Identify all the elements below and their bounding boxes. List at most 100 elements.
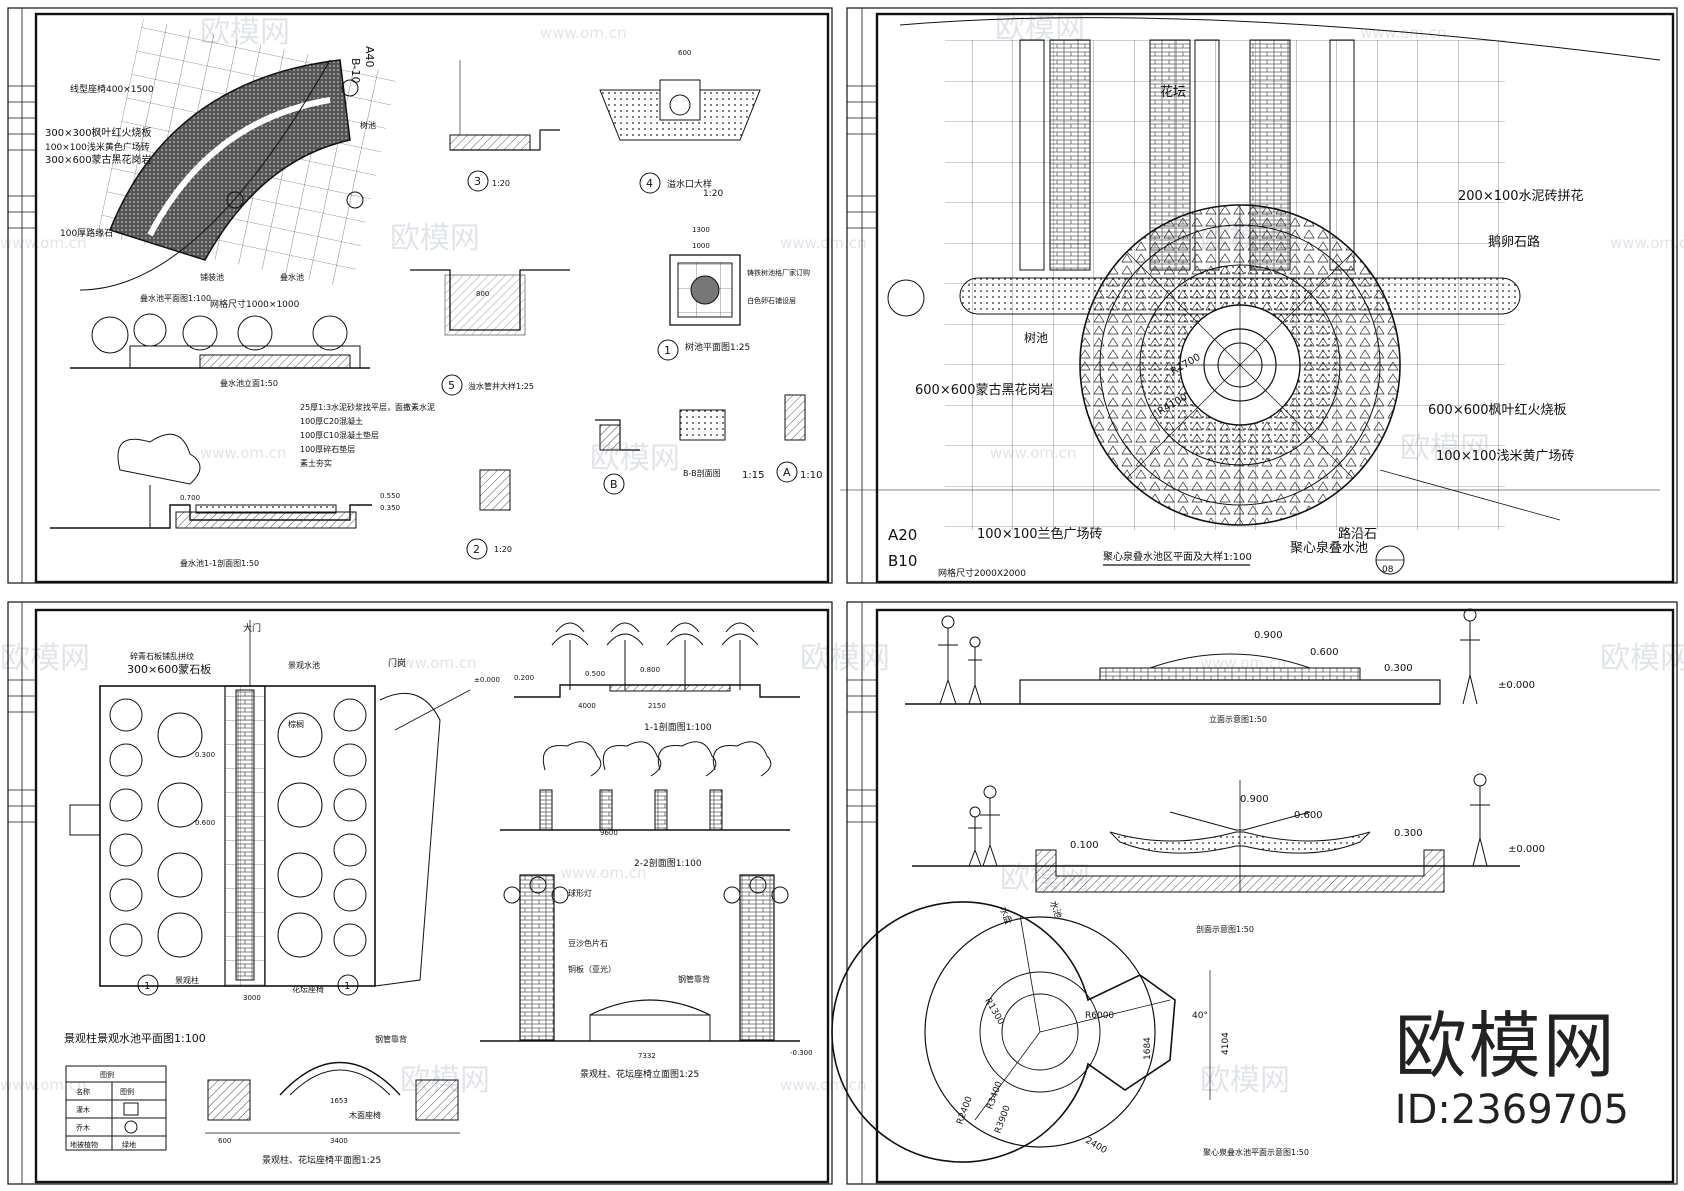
plan-title: 景观柱景观水池平面图1:100 [64,1031,206,1045]
detail-2-scale: 1:20 [494,545,512,554]
label-stone: 豆沙色片石 [568,938,608,948]
section-elev-1: 0.700 [180,494,200,502]
label-steel-back: 钢管靠背 [375,1034,407,1044]
svg-text:2: 2 [473,543,480,556]
title-block-strip [847,8,877,583]
label-granite: 300×600蒙古黑花岗岩 [45,153,152,166]
plan-title: 聚心泉叠水池平面示意图1:50 [1203,1147,1309,1157]
ref-label-b10: B-10 [349,58,362,84]
label-yellow-tile: 100×100浅米黄广场砖 [1436,449,1575,464]
gravel-note: 白色卵石铺设层 [747,296,796,305]
title-block-strip [847,602,877,1184]
detail-b-drawing: B [595,419,640,495]
label-curb: 路沿石 [1338,526,1377,542]
pool-plan-drawing: 1 1 [69,620,471,996]
elevation-title: 叠水池立面1:50 [220,378,278,388]
boundary-curve [899,17,1661,61]
label-pebble-path: 鹅卵石路 [1488,234,1540,250]
detail-1-dim-a: 1300 [692,226,710,234]
tree-pit-symbol [226,191,244,209]
brand-id: ID:2369705 [1394,1087,1629,1133]
section-level-000: ±0.000 [1508,844,1545,855]
sheet-frame [7,601,833,1185]
radius-r6000: R6000 [1085,1011,1114,1021]
label-gate: 大门 [243,622,261,634]
label-paving: 铺装池 [200,272,224,282]
column-elev-level: -0.300 [790,1049,813,1057]
section-1-elev-c: 0.800 [640,666,660,674]
elev-level-090: 0.900 [1254,630,1283,641]
bench-plan-dim-side: 600 [218,1137,231,1145]
radius-r2400: R2400 [955,1095,974,1126]
dim-1684: 1684 [1143,1037,1153,1060]
label-pool: 水池 [1047,899,1064,920]
svg-text:B: B [610,478,618,491]
section-title: 叠水池1-1剖面图1:50 [180,558,259,568]
grid-note: 网格尺寸2000X2000 [938,567,1026,579]
detail-1-dim-b: 1000 [692,242,710,250]
label-granite: 300×600蒙石板 [127,662,211,676]
section-1-dim-b: 2150 [648,702,666,710]
title-block-strip [8,8,36,583]
detail-a-drawing: A [776,394,806,483]
watermark-brand: 欧模网 [1600,641,1684,676]
fountain-elevation-drawing [905,608,1480,705]
label-grid-note: 网格尺寸1000×1000 [210,298,300,310]
detail-1-tree-pit: 1 [657,254,741,361]
plan-dim: 3000 [243,994,261,1002]
plan-arc [79,59,331,291]
label-tree-pit: 树池 [360,120,376,130]
detail-5-drawing: 5 [410,269,570,396]
road-edge [1379,469,1561,521]
label-water-pan: 水盘 [997,905,1014,926]
label-pool: 聚心泉叠水池 [1290,540,1368,556]
label-palm: 棕榈 [288,719,304,729]
watermark-site: www.om.cn [780,234,867,252]
elevation-title: 立面示意图1:50 [1209,714,1267,724]
label-pool: 叠水池 [280,272,304,282]
sheet-border [875,608,1675,1184]
label-wood-seat: 木面座椅 [349,1110,381,1120]
svg-text:A: A [783,466,791,479]
label-flower-bed: 花坛 [1160,84,1186,100]
brand-stamp: 欧模网 ID:2369705 [1395,1010,1629,1130]
watermark-site: www.om.cn [540,24,627,42]
detail-a-scale: 1:10 [800,470,822,481]
legend-head-symbol: 图例 [120,1087,134,1096]
legend-title: 图例 [100,1070,114,1079]
label-yellow-tile: 100×100浅米黄色广场砖 [45,141,150,153]
sheet-border [34,12,830,584]
bench-plan-dim: 3400 [330,1137,348,1145]
ref-label-a40: A40 [363,46,376,68]
detail-4-dim: 600 [678,49,691,57]
sheet-4: 0.900 0.600 0.300 ±0.000 立面示意图1:50 0.900… [831,601,1678,1185]
watermark-brand: 欧模网 [0,641,90,676]
section-elev-3: 0.350 [380,504,400,512]
column-elev-title: 景观柱、花坛座椅立面图1:25 [580,1068,699,1080]
pool-plan-drawing [79,19,398,291]
section-2-title: 2-2剖面图1:100 [634,857,702,869]
plan-elev-0: ±0.000 [474,676,500,684]
label-blue-tile: 100×100兰色广场砖 [977,526,1103,542]
svg-text:1: 1 [144,981,150,992]
label-seat: 线型座椅400×1500 [70,83,154,95]
fountain-plan-drawing [831,901,1211,1163]
watermark-site: www.om.cn [1610,234,1684,252]
detail-4-scale: 1:20 [703,189,723,199]
label-brass: 铜板（亚光） [568,964,616,974]
spec-4: 100厚碎石垫层 [300,444,355,454]
watermark-brand: 欧模网 [800,641,890,676]
brand-name: 欧模网 [1394,1004,1617,1088]
section-1-dim: 4000 [578,702,596,710]
section-level-060: 0.600 [1294,810,1323,821]
detail-4-drawing: 4 [599,79,761,194]
section-1-elev: 0.200 [514,674,534,682]
elev-level-000: ±0.000 [1498,680,1535,691]
dim-2400: 2400 [1084,1136,1109,1156]
section-2-2-drawing [500,741,790,831]
watermark-brand: 欧模网 [390,221,480,256]
sheet-border [34,608,830,1184]
bench-plan-title: 景观柱、花坛座椅平面图1:25 [262,1154,381,1166]
sheet-3: 1 1 大门 门岗 碎青石板铺乱拼纹 300×600蒙石板 景观水池 棕榈 景观… [7,601,833,1185]
